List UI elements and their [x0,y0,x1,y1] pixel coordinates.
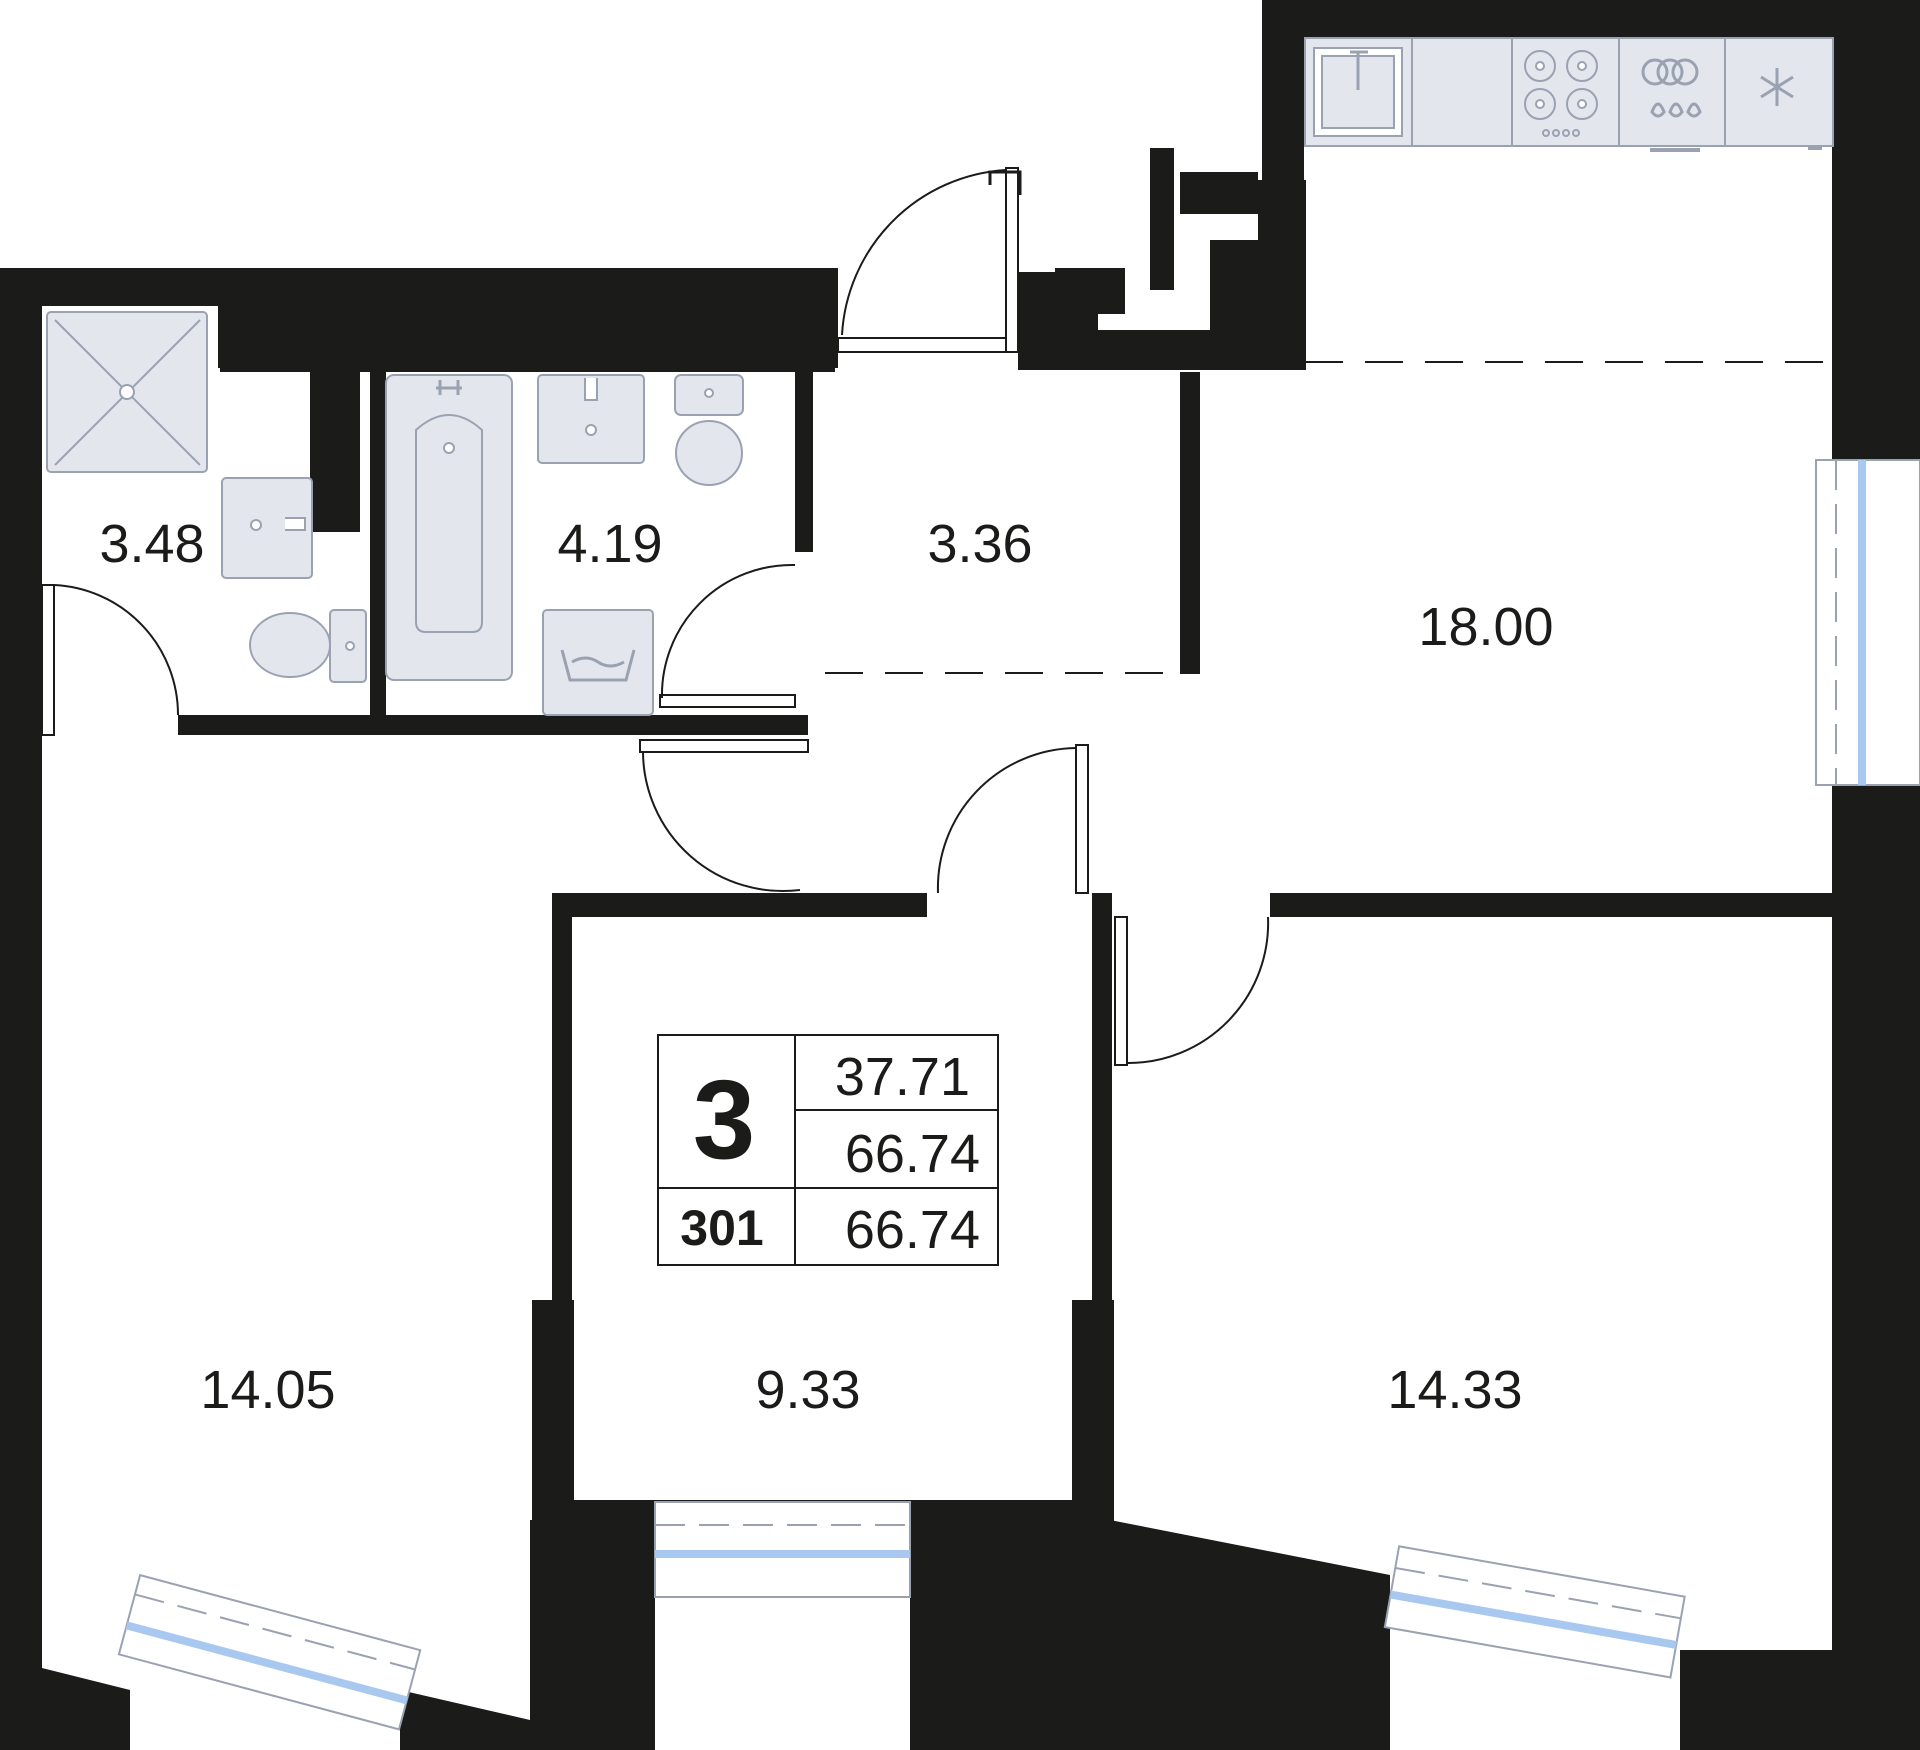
door-swing-icon [936,747,1077,894]
total-area: 66.74 [845,1124,980,1184]
wall-mid-right-bulk [1072,1300,1114,1524]
wall-right-outer-lower [1832,785,1920,1750]
apartment-info-box: 3 37.71 66.74 301 66.74 [657,1034,999,1266]
wall-bath-right [795,372,813,552]
wall-notch-b [1055,268,1125,314]
wall-mid-left-bulk [532,1300,574,1524]
wall-bottom-right-a [1110,1520,1390,1750]
room-labels: 3.48 4.19 3.36 18.00 14.05 9.33 14.33 [99,514,1553,1420]
room-area-bedroom-left: 14.05 [200,1360,335,1420]
wall-wc-bottom [178,715,808,735]
room-area-kitchen-living: 18.00 [1418,597,1553,657]
window-bottom-middle [654,1501,911,1598]
door-bedroom-middle [936,744,1089,894]
area-with-balcony: 66.74 [845,1200,980,1260]
sink-icon [221,477,313,579]
bathtub-icon [385,374,513,681]
fixtures [46,37,1834,716]
wall-notch-e [1210,240,1260,330]
room-area-hallway: 3.36 [927,514,1032,574]
room-area-bedroom-right: 14.33 [1387,1360,1522,1420]
door-shower-room [41,584,180,736]
door-swing-icon [1126,916,1270,1065]
wall-notch-c [1150,148,1174,290]
washing-machine-icon [542,609,654,716]
wall-right-room-top [1270,893,1835,917]
wall-mid-top [552,893,927,917]
kitchen-sink-icon [1313,47,1403,137]
window-icon [1858,460,1866,785]
toilet-icon [674,374,744,486]
wall-top-right-stub [1018,330,1306,370]
wall-bottom-left-2 [400,1690,530,1750]
wall-bottom-left [0,1668,130,1750]
wall-kitchen-left [1262,0,1304,370]
doors [41,167,1270,1066]
wall-top-bath-lower [220,342,835,372]
door-bedroom-left [639,739,809,893]
dishwasher-icon [1641,58,1702,152]
wall-kitchen-top [1262,0,1920,38]
wall-notch-d [1180,172,1258,214]
window-bottom-left [117,1573,422,1731]
window-bottom-right [1383,1545,1686,1679]
room-area-bedroom-middle: 9.33 [755,1360,860,1420]
door-swing-icon [642,751,801,893]
window-icon [1389,1590,1677,1649]
door-swing-icon [53,584,180,716]
room-area-bathroom: 4.19 [557,514,662,574]
wall-bath-divider [370,372,386,722]
door-swing-icon [660,563,796,699]
wall-bottom-mid-right [910,1520,1110,1750]
wall-hall-right [1180,372,1200,674]
wall-shower-right [310,372,360,532]
door-swing-icon [841,169,1007,336]
wall-left-outer [0,268,42,1668]
door-entrance [837,167,1022,353]
window-right [1815,459,1920,786]
windows [117,459,1920,1731]
toilet-icon [249,609,367,683]
window-icon [655,1550,910,1558]
wall-bottom-mid-left [530,1520,655,1750]
wall-right-outer [1832,0,1920,460]
fridge-icon [1760,68,1822,150]
shower-icon [46,311,208,473]
rooms-count: 3 [693,1057,755,1182]
stove-icon [1524,50,1598,137]
door-bedroom-right [1114,916,1270,1066]
door-bathroom [659,563,796,708]
sink-icon [537,374,645,464]
wall-bottom-right-b [1680,1650,1920,1750]
window-icon [125,1621,408,1705]
apartment-number: 301 [680,1200,763,1256]
room-area-shower-room: 3.48 [99,514,204,574]
living-area: 37.71 [835,1047,970,1107]
